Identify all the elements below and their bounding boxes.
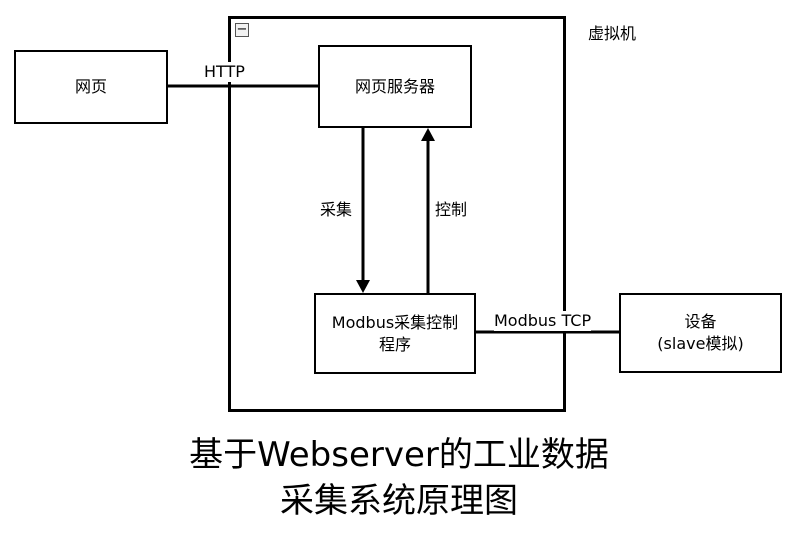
web-server-label: 网页服务器 xyxy=(354,76,435,96)
collect-label: 采集 xyxy=(320,200,353,219)
device-label-line2: (slave模拟) xyxy=(657,334,744,353)
collapse-toggle-icon[interactable]: − xyxy=(235,22,249,37)
control-arrowhead xyxy=(421,128,435,141)
webpage-label: 网页 xyxy=(74,77,107,96)
diagram-caption: 基于Webserver的工业数据 采集系统原理图 xyxy=(0,432,798,524)
virtual-machine-container xyxy=(228,16,566,412)
web-server-node: 网页服务器 xyxy=(318,45,472,128)
device-label-line1: 设备 xyxy=(684,312,717,331)
webpage-node: 网页 xyxy=(14,50,168,124)
device-node: 设备 (slave模拟) xyxy=(619,293,782,373)
caption-line1: 基于Webserver的工业数据 xyxy=(189,435,609,475)
modbus-program-label-line1: Modbus采集控制 xyxy=(331,312,459,332)
virtual-machine-label: 虚拟机 xyxy=(588,24,637,43)
modbus-program-node: Modbus采集控制 程序 xyxy=(314,293,476,374)
caption-line2: 采集系统原理图 xyxy=(280,481,518,521)
http-label: HTTP xyxy=(204,62,245,82)
control-label: 控制 xyxy=(435,200,468,219)
collect-arrowhead xyxy=(356,280,370,293)
modbus-tcp-label: Modbus TCP xyxy=(494,311,592,331)
modbus-program-label-line2: 程序 xyxy=(378,334,411,354)
